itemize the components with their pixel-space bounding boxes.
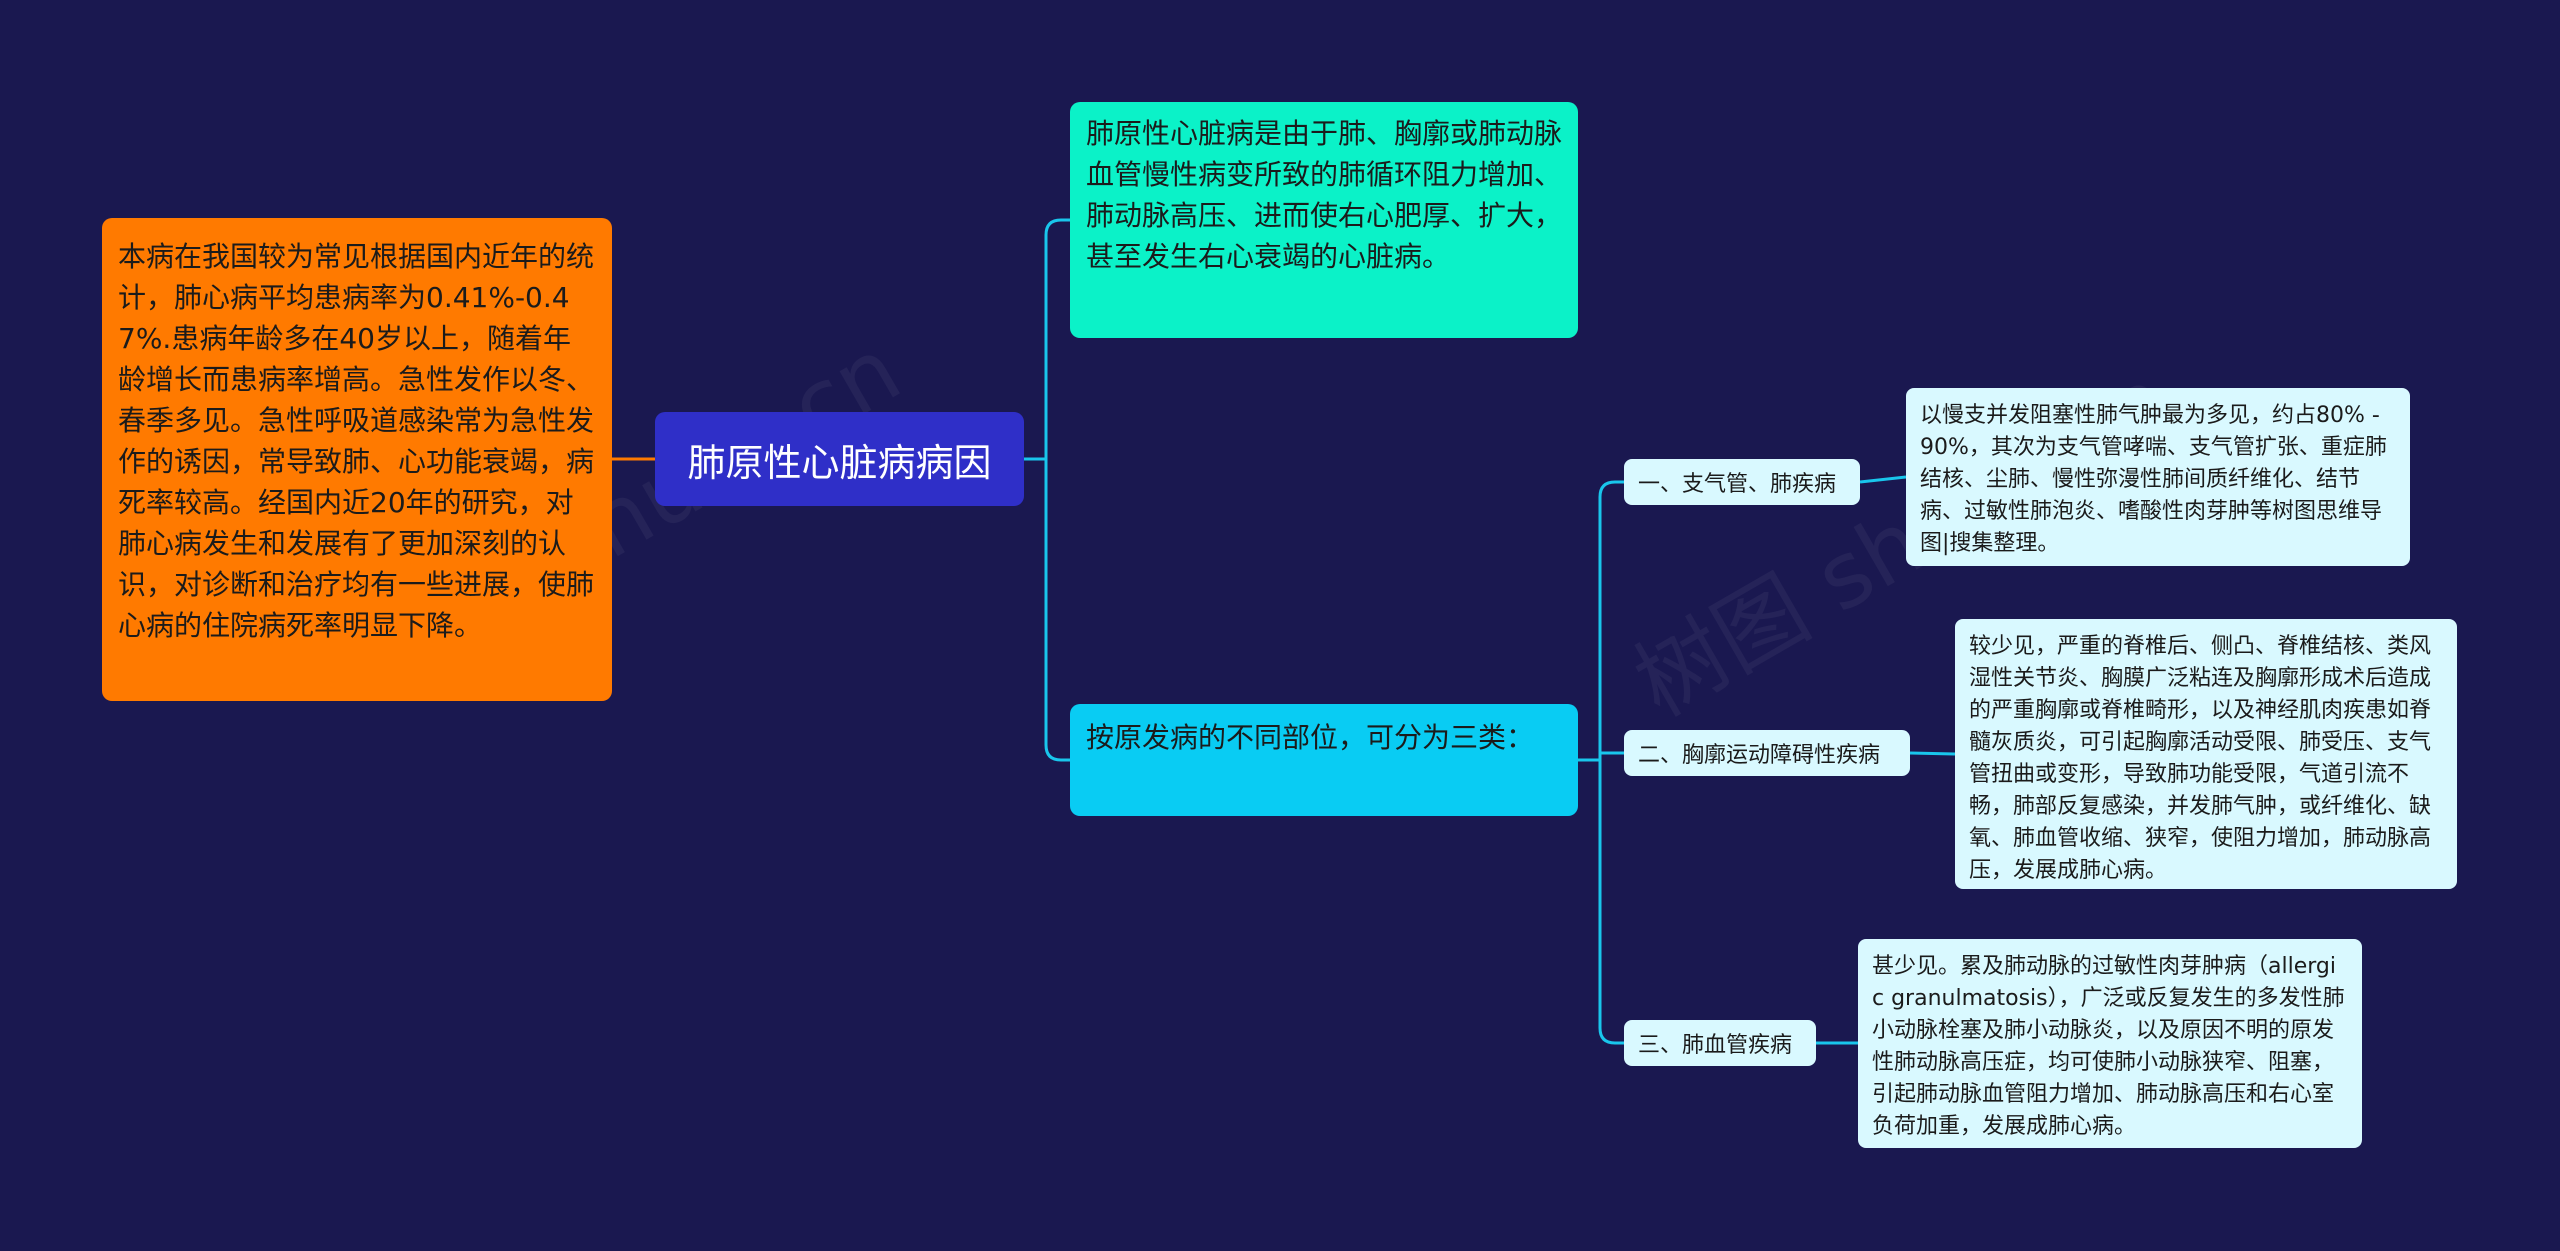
category-label: 三、肺血管疾病 [1638,1033,1793,1058]
detail-node-3[interactable]: 甚少见。累及肺动脉的过敏性肉芽肿病（allergic granulmatosis… [1858,939,2362,1148]
definition-node[interactable]: 肺原性心脏病是由于肺、胸廓或肺动脉血管慢性病变所致的肺循环阻力增加、肺动脉高压、… [1070,102,1578,338]
category-node-3[interactable]: 三、肺血管疾病 [1624,1020,1816,1066]
category-node-1[interactable]: 一、支气管、肺疾病 [1624,459,1860,505]
link-cat-1-detail [1859,475,1907,484]
detail-node-1[interactable]: 以慢支并发阻塞性肺气肿最为多见，约占80% - 90%，其次为支气管哮喘、支气管… [1906,388,2410,566]
link-root-classification [1024,457,1070,762]
link-classification-cat-1 [1578,480,1624,762]
left-note[interactable]: 本病在我国较为常见根据国内近年的统计，肺心病平均患病率为0.41%-0.47%.… [102,218,612,701]
link-root-definition [1024,218,1070,461]
classification-node[interactable]: 按原发病的不同部位，可分为三类： [1070,704,1578,816]
category-label: 二、胸廓运动障碍性疾病 [1638,743,1881,768]
category-node-2[interactable]: 二、胸廓运动障碍性疾病 [1624,730,1910,776]
detail-node-2[interactable]: 较少见，严重的脊椎后、侧凸、脊椎结核、类风湿性关节炎、胸膜广泛粘连及胸廓形成术后… [1955,619,2457,889]
link-classification-cat-3 [1578,758,1624,1045]
root-topic[interactable]: 肺原性心脏病病因 [655,412,1024,506]
link-cat-2-detail [1909,751,1956,756]
category-label: 一、支气管、肺疾病 [1638,472,1837,497]
